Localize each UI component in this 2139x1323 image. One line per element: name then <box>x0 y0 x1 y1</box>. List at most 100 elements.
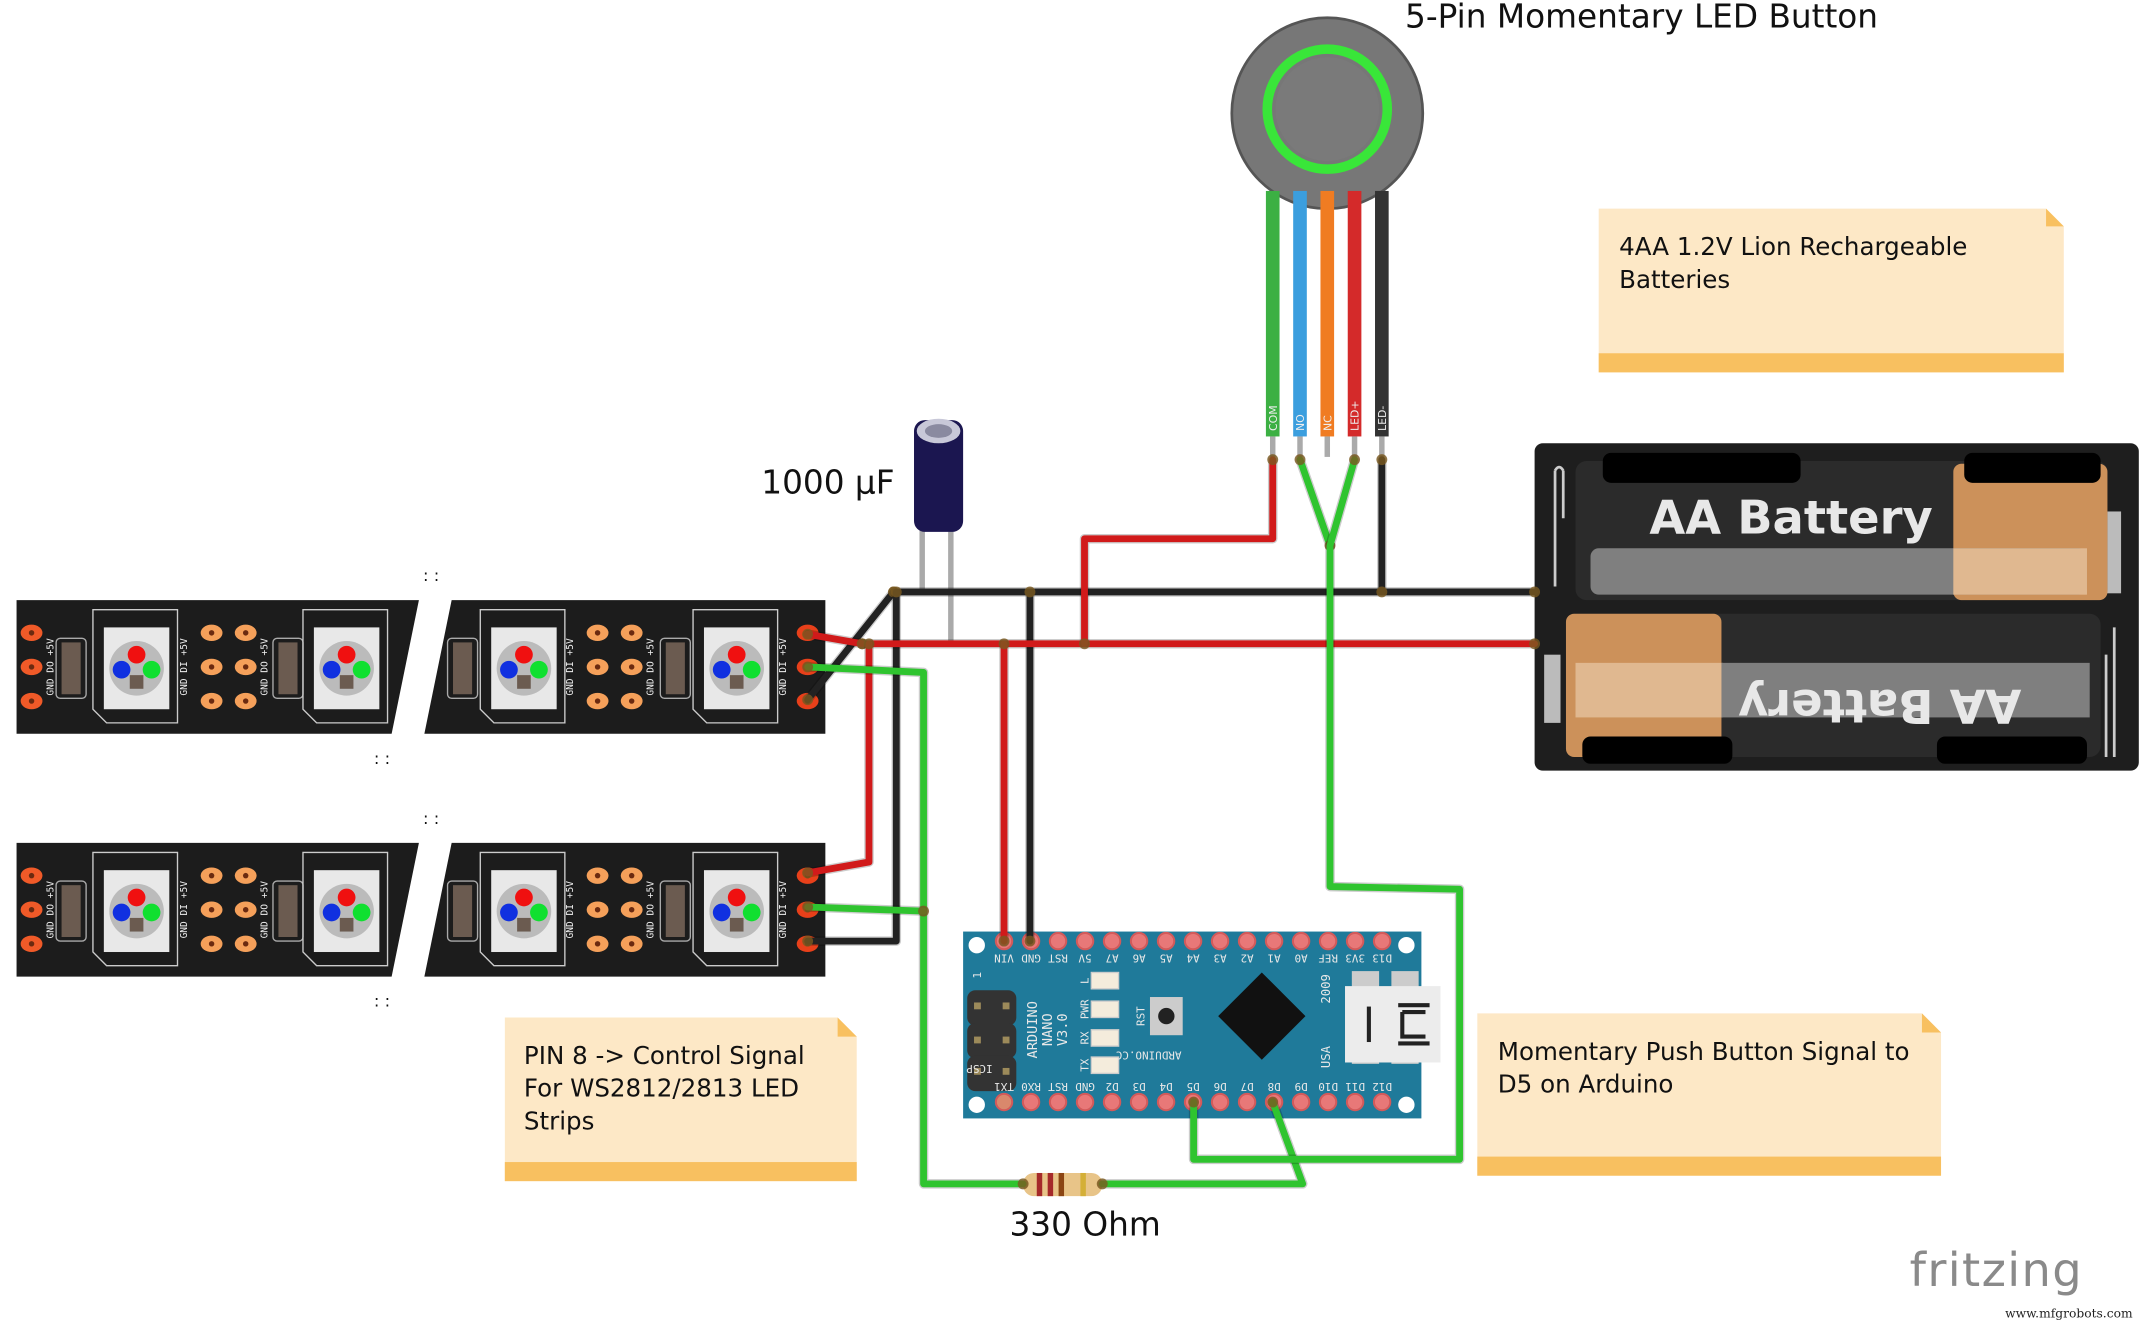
smd-cap <box>665 885 685 938</box>
svg-text:Strips: Strips <box>524 1106 595 1135</box>
pad-hole <box>208 872 215 879</box>
led-blue <box>112 660 131 679</box>
wire-end <box>1529 586 1541 598</box>
led-die <box>129 917 144 932</box>
wire-button-no <box>1296 456 1334 549</box>
wire-end <box>1529 638 1541 650</box>
pad-hole <box>628 630 635 636</box>
led-red <box>727 888 746 907</box>
wire-end <box>1349 454 1361 466</box>
led-label: PWR <box>1079 999 1092 1019</box>
header-pin-top <box>1102 931 1122 951</box>
pad-hole <box>208 941 215 947</box>
led-die <box>129 675 144 689</box>
button-pin-leg <box>1269 436 1276 457</box>
status-led <box>1090 1029 1120 1047</box>
header-pin-top <box>1264 931 1284 951</box>
led-button[interactable] <box>1230 16 1425 211</box>
led-blue <box>112 903 131 922</box>
strip-pin-label: GND DO +5V <box>646 881 657 939</box>
board-name: ARDUINO <box>1025 1001 1041 1058</box>
board-year: 2009 <box>1319 974 1333 1004</box>
led-label: L <box>1079 977 1092 984</box>
pin-label-top: REF <box>1318 952 1338 965</box>
button-pin-wire <box>1347 190 1362 437</box>
pin-label-top: VIN <box>994 952 1014 965</box>
strip-pin-label: GND DI +5V <box>778 638 789 696</box>
board-site: ARDUINO.CC <box>1116 1049 1182 1062</box>
note-line: D5 on Arduino <box>1498 1069 1674 1098</box>
wire-end <box>802 901 814 913</box>
smd-cap <box>453 642 473 695</box>
header-pin-bottom <box>1156 1092 1176 1112</box>
header-pin-top <box>1156 931 1176 951</box>
strip-pin-label: GND DI +5V <box>778 881 789 939</box>
button-pin-label: LED- <box>1376 406 1389 431</box>
led-green <box>742 903 761 922</box>
header-pin-top <box>1129 931 1149 951</box>
note-pushbutton[interactable]: Momentary Push Button Signal to D5 on Ar… <box>1477 1013 1942 1176</box>
pad-hole <box>628 907 635 913</box>
pin-label-bottom: RX0 <box>1021 1080 1041 1093</box>
note-batteries[interactable]: 4AA 1.2V Lion Rechargeable Batteries <box>1598 208 2064 373</box>
note-pin8[interactable]: PIN 8 -> Control Signal For WS2812/2813 … <box>504 1017 857 1182</box>
led-lens <box>496 641 552 696</box>
pad-hole <box>628 664 635 670</box>
header-pin-bottom <box>1318 1092 1338 1112</box>
fritzing-logo: fritzing <box>1910 1243 2083 1297</box>
header-pin-bottom <box>1237 1092 1257 1112</box>
strip-pin-label: GND DI +5V <box>565 638 576 696</box>
led-outline <box>479 851 566 967</box>
wire-nano-d8 <box>1098 1098 1307 1188</box>
pin-label-bottom: GND <box>1075 1080 1095 1093</box>
pin-label-top: GND <box>1021 952 1041 965</box>
pad-hole <box>28 630 35 636</box>
wire-strip2-data <box>804 903 927 915</box>
wire-end <box>802 661 814 673</box>
pin-label-top: A4 <box>1186 952 1200 965</box>
pad-hole <box>242 907 249 913</box>
strip-pin-label: GND DO +5V <box>45 638 56 696</box>
led-die <box>339 675 354 689</box>
pin-label-top: A7 <box>1105 952 1118 965</box>
pin-label-bottom: D2 <box>1105 1080 1118 1093</box>
pin-label-bottom: D12 <box>1372 1080 1392 1093</box>
battery-holder[interactable]: AA Battery AA Battery <box>1534 443 2139 771</box>
strip-pin-label: GND DI +5V <box>565 881 576 939</box>
wire-end <box>1096 1178 1108 1190</box>
led-lens <box>319 641 374 696</box>
pin-label-top: 3V3 <box>1345 952 1365 965</box>
svg-text:PIN 8 -> Control Signal: PIN 8 -> Control Signal <box>524 1041 805 1070</box>
arduino-nano[interactable]: VINTX1GNDRX0RSTRST5VGNDA7D2A6D3A5D4A4D5A… <box>963 931 1441 1119</box>
wire-button-com <box>1081 456 1277 648</box>
pad-hole <box>628 872 635 879</box>
button-pin-label: LED+ <box>1349 400 1362 431</box>
led-red <box>127 645 146 664</box>
led-label: RX <box>1079 1031 1092 1045</box>
button-pin-wire <box>1375 190 1389 437</box>
capacitor[interactable] <box>914 418 964 644</box>
led-green <box>352 660 371 679</box>
header-pin-top <box>1345 931 1365 951</box>
wire-end <box>1188 1096 1200 1108</box>
watermark: www.mfgrobots.com <box>2005 1307 2133 1321</box>
svg-text:Batteries: Batteries <box>1619 265 1730 294</box>
led-strips: GND DO +5V GND DI +5V GND DO +5V GND DI +5V… <box>16 566 826 1011</box>
pad-hole <box>594 698 601 704</box>
pad-hole <box>594 941 601 947</box>
led-blue <box>500 660 518 679</box>
button-pin-wire <box>1265 190 1280 437</box>
resistor[interactable] <box>1023 1172 1103 1197</box>
wire-strip1-data <box>804 663 1027 1188</box>
svg-text:D5 on Arduino: D5 on Arduino <box>1498 1069 1674 1098</box>
header-pin-bottom <box>1048 1092 1068 1112</box>
resistor-label: 330 Ohm <box>1009 1206 1160 1244</box>
header-pin-top <box>1210 931 1230 951</box>
smd-cap <box>278 642 298 695</box>
pin-label-bottom: RST <box>1048 1080 1068 1093</box>
led-green <box>530 660 548 679</box>
led-die <box>339 917 354 932</box>
strip-pin-label: GND DO +5V <box>260 881 271 939</box>
icsp-label: ICSP <box>966 1062 993 1075</box>
